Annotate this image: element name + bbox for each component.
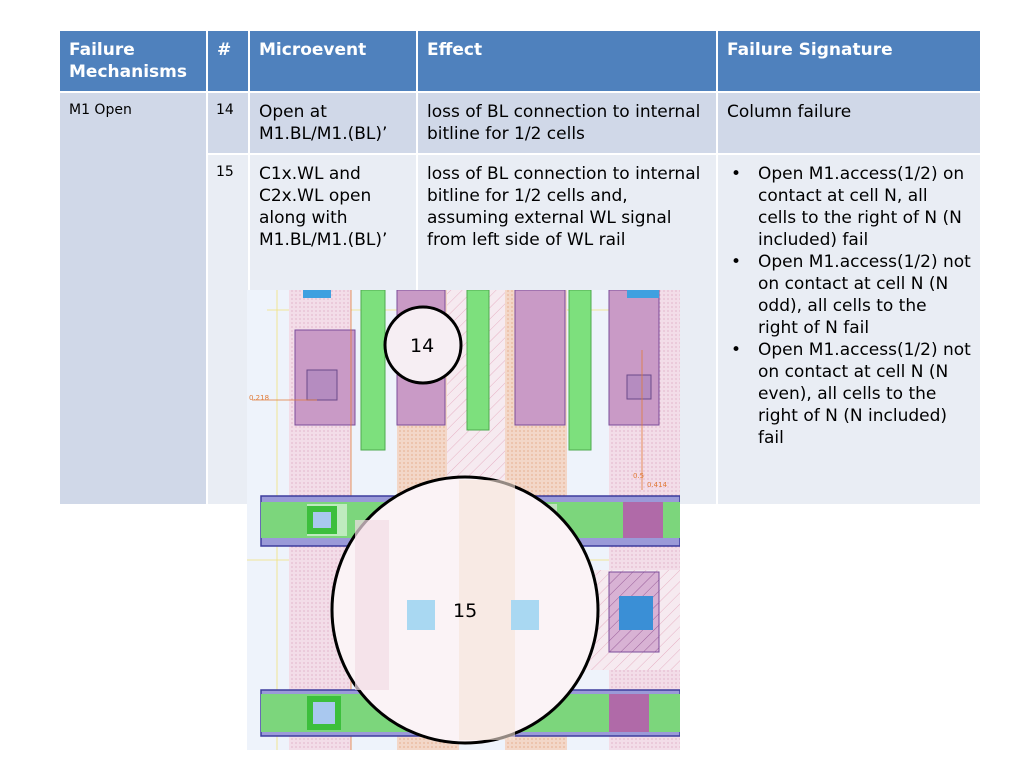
dimension-label: 0.414 <box>647 481 668 489</box>
signature-cell: Column failure <box>718 91 980 153</box>
dimension-label: 0.5 <box>633 472 644 480</box>
row-number: 15 <box>208 153 250 504</box>
signature-item: Open M1.access(1/2) on contact at cell N… <box>727 163 971 251</box>
signature-list: Open M1.access(1/2) on contact at cell N… <box>727 163 971 449</box>
header-effect: Effect <box>418 31 718 91</box>
table-header-row: Failure Mechanisms # Microevent Effect F… <box>60 31 980 91</box>
mechanism-cell: M1 Open <box>60 91 208 504</box>
signature-item: Open M1.access(1/2) not on contact at ce… <box>727 251 971 339</box>
defect-circle-14 <box>383 305 463 385</box>
circle-label-14: 14 <box>410 335 434 357</box>
row-number: 14 <box>208 91 250 153</box>
signature-item: Open M1.access(1/2) not on contact at ce… <box>727 339 971 449</box>
header-failure-mechanisms: Failure Mechanisms <box>60 31 208 91</box>
signature-cell: Open M1.access(1/2) on contact at cell N… <box>718 153 980 504</box>
dimension-label: 0.218 <box>249 394 269 402</box>
header-failure-signature: Failure Signature <box>718 31 980 91</box>
table-row: M1 Open 14 Open at M1.BL/M1.(BL)’ loss o… <box>60 91 980 504</box>
layout-drawing: 0.218 0.5 0.414 15 14 <box>247 290 680 750</box>
header-microevent: Microevent <box>250 31 418 91</box>
effect-cell: loss of BL connection to internal bitlin… <box>418 91 718 153</box>
microevent-cell: Open at M1.BL/M1.(BL)’ <box>250 91 418 153</box>
layout-image: 0.218 0.5 0.414 15 14 <box>247 290 680 750</box>
circle-label-15: 15 <box>453 600 477 622</box>
header-number: # <box>208 31 250 91</box>
